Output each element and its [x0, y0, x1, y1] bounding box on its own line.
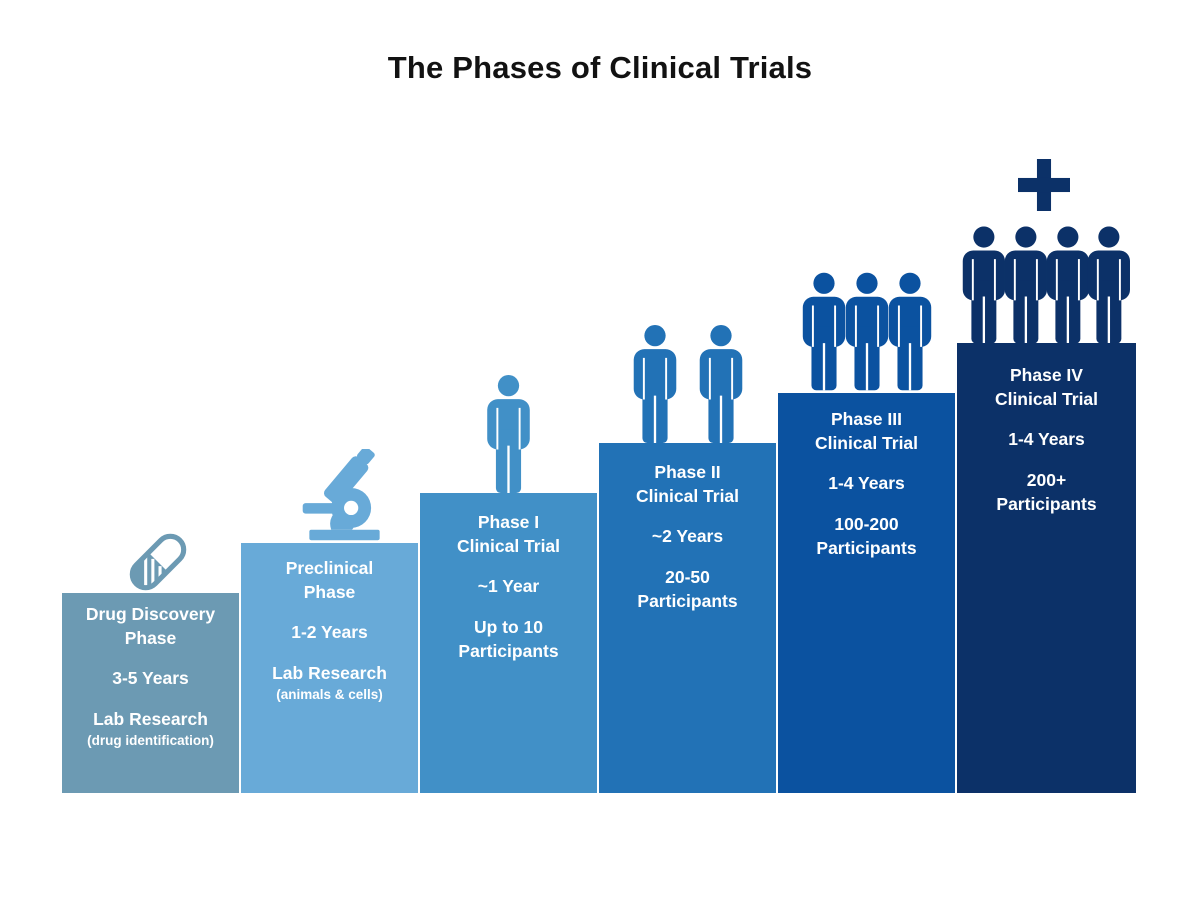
participants-icons-phase-1: [420, 374, 597, 493]
person-icon: [1082, 225, 1136, 345]
phase-duration: ~1 Year: [477, 576, 540, 597]
person-icon: [481, 375, 536, 493]
phase-bar-phase-3: Phase III Clinical Trial 1-4 Years 100-2…: [778, 393, 955, 793]
phase-name: Phase I Clinical Trial: [456, 512, 561, 556]
participants-icons-phase-3: [778, 269, 955, 393]
pill-icon: [126, 530, 190, 594]
plus-icon: [1018, 159, 1070, 211]
participants-icons-phase-4: [957, 224, 1136, 345]
phase-bar-phase-4: Phase IV Clinical Trial 1-4 Years 200+ P…: [957, 343, 1136, 793]
phase-detail: Up to 10 Participants: [458, 616, 559, 661]
phase-name: Phase II Clinical Trial: [635, 462, 740, 506]
participants-icons-phase-2: [599, 324, 776, 443]
phase-bar-phase-2: Phase II Clinical Trial ~2 Years 20-50 P…: [599, 443, 776, 793]
phase-name: Preclinical Phase: [285, 558, 374, 602]
phase-bar-preclinical: Preclinical Phase 1-2 Years Lab Research…: [241, 543, 418, 793]
phase-detail: 100-200 Participants: [816, 513, 917, 558]
phase-detail: Lab Research: [272, 662, 387, 683]
phase-duration: 1-4 Years: [828, 473, 905, 494]
phase-name: Drug Discovery Phase: [85, 604, 216, 648]
phase-duration: 1-2 Years: [291, 622, 368, 643]
phase-bar-phase-1: Phase I Clinical Trial ~1 Year Up to 10 …: [420, 493, 597, 793]
phase-duration: 1-4 Years: [1008, 429, 1085, 450]
phase-detail: Lab Research: [93, 708, 208, 729]
phase-duration: ~2 Years: [651, 526, 724, 547]
person-icon: [623, 325, 687, 443]
page-title: The Phases of Clinical Trials: [387, 50, 813, 85]
microscope-icon: [302, 449, 380, 541]
phase-subdetail: (drug identification): [87, 732, 214, 748]
phase-bar-drug-discovery: Drug Discovery Phase 3-5 Years Lab Resea…: [62, 593, 239, 793]
phase-detail: 200+ Participants: [996, 469, 1097, 514]
phase-name: Phase IV Clinical Trial: [994, 365, 1099, 409]
phase-duration: 3-5 Years: [112, 668, 189, 689]
person-icon: [689, 325, 753, 443]
phase-name: Phase III Clinical Trial: [814, 409, 919, 453]
phase-subdetail: (animals & cells): [276, 686, 383, 702]
person-icon: [883, 270, 937, 393]
phase-detail: 20-50 Participants: [637, 566, 738, 611]
